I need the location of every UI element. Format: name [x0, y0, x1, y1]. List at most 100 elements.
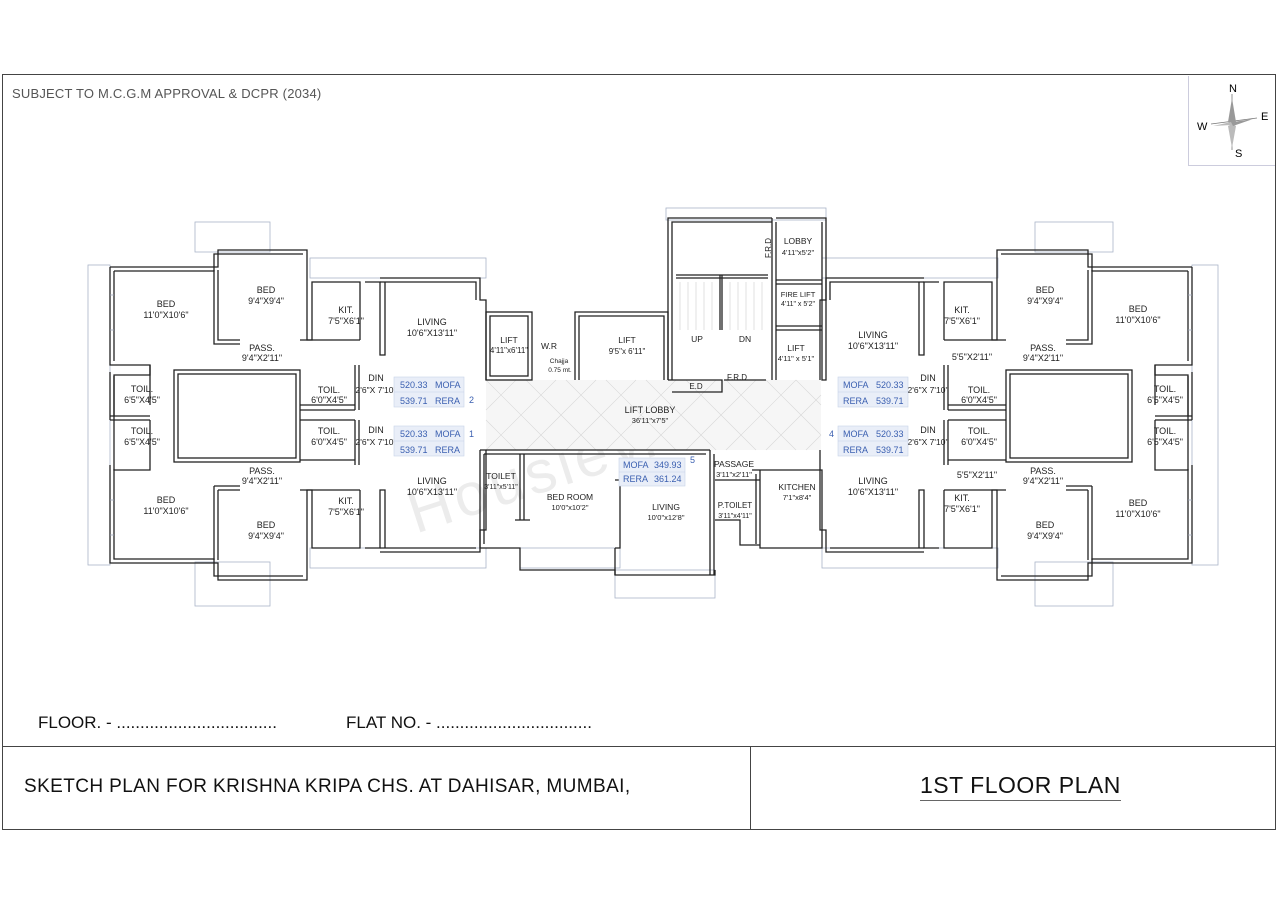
frd-label: F.R.D — [727, 373, 747, 382]
room-label: BED — [157, 495, 176, 505]
room-label: TOIL. — [131, 426, 153, 436]
room-size: 6'5"X4'5" — [1147, 437, 1183, 447]
mofa-value: 520.33 — [876, 380, 904, 390]
room-size: 10'0"x10'2" — [552, 503, 589, 512]
room-size: 7'5"X6'1" — [944, 316, 980, 326]
room-label: TOIL. — [1154, 426, 1176, 436]
room-size: 9'4"X2'11" — [242, 476, 282, 486]
room-label: LIVING — [417, 317, 447, 327]
room-size: 6'0"X4'5" — [311, 395, 347, 405]
room-label: DIN — [368, 373, 384, 383]
room-size: 7'5"X6'1" — [944, 504, 980, 514]
lift-lobby-hatch — [485, 379, 822, 451]
room-size: 3'11"x2'11" — [716, 470, 752, 479]
flat-number: 5 — [690, 455, 695, 465]
room-size: 9'4"X2'11" — [1023, 476, 1063, 486]
room-size: 9'4"X9'4" — [1027, 296, 1063, 306]
room-label: TOIL. — [968, 385, 990, 395]
windows — [110, 294, 1192, 536]
flat-no-fill-in: FLAT NO. - .............................… — [346, 713, 592, 732]
sheet-border — [2, 74, 1276, 830]
room-size: 9'4"X2'11" — [242, 353, 282, 363]
area-table-flat-3: MOFA 520.33 RERA 539.71 — [837, 376, 909, 408]
room-label: LOBBY — [784, 236, 813, 246]
room-label: BED — [1036, 520, 1055, 530]
room-label: LIFT — [500, 335, 517, 345]
room-size: 10'6"X13'11" — [848, 487, 898, 497]
project-description: SKETCH PLAN FOR KRISHNA KRIPA CHS. AT DA… — [24, 776, 631, 797]
room-size: 4'11"x6'11" — [490, 346, 528, 355]
mofa-value: 520.33 — [400, 429, 428, 439]
room-label: LIFT — [618, 335, 635, 345]
room-label: PASS. — [249, 466, 275, 476]
room-label: BED ROOM — [547, 492, 593, 502]
ed-label: E.D — [689, 382, 703, 391]
room-label: BED — [257, 285, 276, 295]
room-size: 4'11"x5'2" — [782, 248, 815, 257]
mofa-label: MOFA — [843, 380, 869, 390]
room-label: PASS. — [1030, 466, 1056, 476]
title-divider — [750, 746, 751, 830]
rera-label: RERA — [435, 445, 460, 455]
mofa-label: MOFA — [623, 460, 649, 470]
flat-number: 4 — [829, 429, 834, 439]
room-label: KIT. — [338, 305, 354, 315]
room-size: 11'0"X10'6" — [1115, 315, 1160, 325]
room-size: 3'11"x4'11" — [718, 513, 752, 520]
room-label: LIFT LOBBY — [625, 405, 676, 415]
rera-value: 539.71 — [400, 396, 428, 406]
frd-vertical-label: F.R.D — [764, 238, 773, 258]
room-size: 9'4"X9'4" — [248, 296, 284, 306]
flat-number: 2 — [469, 395, 474, 405]
rera-value: 539.71 — [876, 445, 904, 455]
chajja-label: Chajja — [550, 358, 569, 365]
north-arrow: N E S W — [1188, 76, 1275, 166]
core-labels: LIFT 4'11"x6'11" W.R Chajja 0.75 mt. LIF… — [490, 236, 816, 425]
room-size: 7'5"X6'1" — [328, 507, 364, 517]
mofa-label: MOFA — [843, 429, 869, 439]
walls — [109, 217, 1193, 581]
room-size: 6'5"X4'5" — [124, 395, 160, 405]
room-label: LIVING — [652, 502, 680, 512]
room-label: TOIL. — [318, 426, 340, 436]
area-table-flat-4: MOFA 520.33 RERA 539.71 4 — [829, 425, 909, 457]
room-label: DIN — [920, 425, 936, 435]
rera-label: RERA — [623, 474, 648, 484]
room-size: 7'5"X6'1" — [328, 316, 364, 326]
room-size: 9'4"X9'4" — [1027, 531, 1063, 541]
room-size: 11'0"X10'6" — [143, 310, 188, 320]
room-label: KIT. — [954, 493, 970, 503]
room-label: BED — [157, 299, 176, 309]
room-label: BED — [1129, 498, 1148, 508]
room-size: 4'11" x 5'2" — [781, 301, 815, 308]
area-table-flat-2: 520.33 MOFA 539.71 RERA 2 — [393, 376, 474, 408]
room-size: 9'4"X2'11" — [1023, 353, 1063, 363]
room-label: TOIL. — [131, 384, 153, 394]
room-size: 2'6"X 7'10" — [908, 437, 949, 447]
room-size: 6'0"X4'5" — [961, 395, 997, 405]
room-size: 2'6"X 7'10" — [356, 385, 397, 395]
room-label: KIT. — [338, 496, 354, 506]
room-size: 7'1"x8'4" — [783, 493, 812, 502]
room-size: 5'5"X2'11" — [952, 352, 992, 362]
room-size: 2'6"X 7'10" — [356, 437, 397, 447]
stair-treads — [679, 282, 763, 330]
flat-number: 1 — [469, 429, 474, 439]
room-label: TOIL. — [318, 385, 340, 395]
area-tables: 520.33 MOFA 539.71 RERA 2 520.33 MOFA 53… — [393, 376, 909, 487]
room-label: DIN — [920, 373, 936, 383]
rera-label: RERA — [843, 445, 868, 455]
room-size: 4'11" x 5'1" — [778, 354, 815, 363]
room-label: TOIL. — [1154, 384, 1176, 394]
rera-value: 539.71 — [400, 445, 428, 455]
mofa-value: 520.33 — [400, 380, 428, 390]
stair-dn-label: DN — [739, 334, 751, 344]
room-label: PASS. — [249, 343, 275, 353]
mofa-label: MOFA — [435, 429, 461, 439]
room-size: 3'11"x5'11" — [484, 484, 518, 491]
room-label: LIVING — [858, 330, 888, 340]
room-label: FIRE LIFT — [781, 290, 816, 299]
chajja-size: 0.75 mt. — [548, 367, 572, 374]
